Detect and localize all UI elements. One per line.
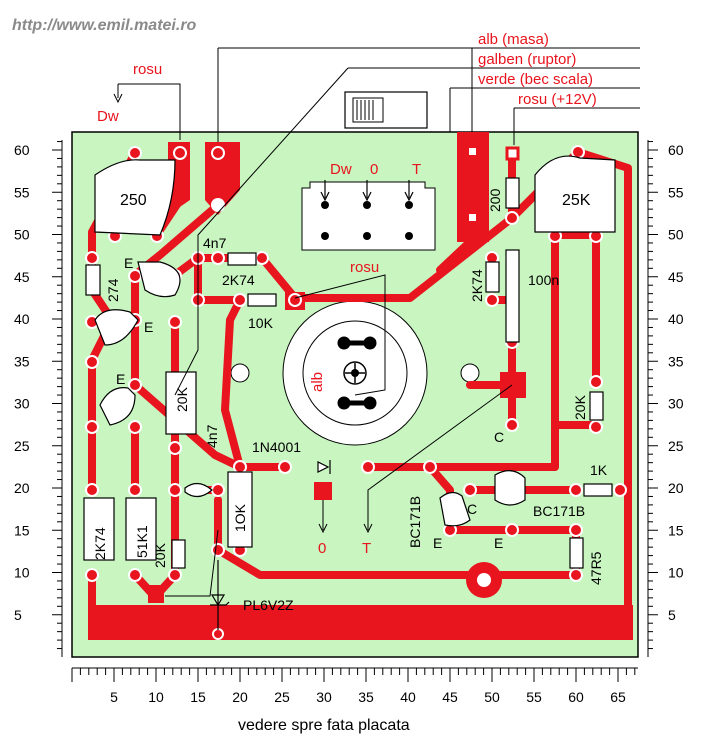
ruler-left-label: 40 [14, 311, 30, 327]
r10k-v-label: 1OK [232, 503, 248, 532]
ruler-bottom-label: 50 [484, 689, 500, 705]
ruler-left-label: 35 [14, 353, 30, 369]
bc171b-a-label: BC171B [407, 496, 423, 548]
ruler-bottom-label: 5 [110, 689, 118, 705]
ruler-bottom: 5 10 15 20 25 30 35 40 45 50 55 60 65 [71, 667, 638, 705]
ruler-bottom-label: 20 [232, 689, 248, 705]
ruler-right-label: 5 [668, 607, 676, 623]
switch-0-label: 0 [370, 161, 378, 178]
wire-overlays [113, 47, 640, 597]
zener-label: PL6V2Z [243, 597, 294, 613]
ruler-left: 60 55 50 45 40 35 30 25 20 15 10 5 [14, 140, 63, 657]
wire-rosu12-label: rosu (+12V) [518, 91, 597, 108]
ruler-left-label: 10 [14, 565, 30, 581]
r20k-c-label: 20K [152, 542, 168, 568]
ruler-right-label: 50 [668, 227, 684, 243]
emitter-label-5: E [494, 535, 503, 551]
switch-outline [301, 181, 436, 251]
switch-slider [352, 97, 384, 123]
ruler-right-label: 55 [668, 184, 684, 200]
ruler-left-label: 20 [14, 480, 30, 496]
ruler-left-label: 30 [14, 396, 30, 412]
output-t-label: T [362, 540, 371, 557]
ruler-bottom-label: 30 [316, 689, 332, 705]
r10k-label: 10K [248, 315, 274, 331]
collector-label-1: C [494, 429, 504, 445]
c4n7-b-label: 4n7 [204, 424, 220, 448]
pot-25k-label: 25K [562, 192, 591, 209]
ruler-bottom-label: 45 [442, 689, 458, 705]
wire-dw-label: Dw [97, 108, 119, 125]
ruler-left-label: 55 [14, 184, 30, 200]
diode-symbol [317, 460, 331, 474]
r2k74-b-label: 2K74 [469, 269, 485, 302]
wire-alb-label: alb (masa) [478, 31, 549, 48]
ruler-bottom-label: 10 [148, 689, 164, 705]
c100n-label: 100n [528, 272, 559, 288]
r51k1-label: 51K1 [134, 525, 150, 558]
ruler-left-label: 60 [14, 142, 30, 158]
r20k-a-label: 20K [174, 386, 190, 412]
r47r5-label: 47R5 [588, 551, 604, 585]
wire-rosu-dw-label: rosu [133, 61, 162, 78]
ruler-left-label: 45 [14, 269, 30, 285]
r20k-b-label: 20K [572, 394, 588, 420]
ruler-right-label: 25 [668, 438, 684, 454]
view-caption: vedere spre fata placata [238, 717, 410, 734]
ruler-right-label: 45 [668, 269, 684, 285]
ruler-right-label: 30 [668, 396, 684, 412]
ruler-right-label: 60 [668, 142, 684, 158]
wire-galben-label: galben (ruptor) [478, 51, 576, 68]
collector-label-2: C [467, 501, 477, 517]
ruler-right-label: 20 [668, 480, 684, 496]
ruler-left-label: 15 [14, 522, 30, 538]
emitter-label-4: E [433, 535, 442, 551]
ruler-bottom-label: 65 [610, 689, 626, 705]
bc171b-b-label: BC171B [533, 503, 585, 519]
switch-dw-label: Dw [330, 161, 352, 178]
r274-label: 274 [105, 278, 121, 302]
output-0-label: 0 [318, 540, 326, 557]
ruler-bottom-label: 55 [526, 689, 542, 705]
ruler-right-label: 40 [668, 311, 684, 327]
ruler-right-label: 10 [668, 565, 684, 581]
r2k74-a-label: 2K74 [222, 272, 255, 288]
emitter-label-3: E [116, 371, 125, 387]
wire-alb-mid-label: alb [309, 372, 326, 392]
ruler-right-label: 35 [668, 353, 684, 369]
ruler-right: 60 55 50 45 40 35 30 25 20 15 10 5 [647, 140, 684, 657]
ruler-left-label: 25 [14, 438, 30, 454]
ruler-left-label: 5 [14, 607, 22, 623]
ruler-left-label: 50 [14, 227, 30, 243]
copper-pads [88, 132, 633, 640]
ruler-bottom-label: 60 [568, 689, 584, 705]
switch-t-label: T [412, 161, 421, 178]
wire-rosu-mid-label: rosu [350, 259, 379, 276]
site-url: http://www.emil.matei.ro [12, 17, 197, 34]
emitter-label-2: E [144, 319, 153, 335]
c4n7-a-label: 4n7 [203, 235, 227, 251]
zener-symbol [210, 560, 230, 630]
wire-verde-label: verde (bec scala) [478, 71, 593, 88]
r200-label: 200 [487, 188, 503, 212]
r1k-label: 1K [590, 462, 608, 478]
d1n4001-label: 1N4001 [252, 439, 301, 455]
pot-250-label: 250 [120, 192, 147, 209]
ruler-bottom-label: 40 [400, 689, 416, 705]
ruler-right-label: 15 [668, 522, 684, 538]
r2k74-c-label: 2K74 [92, 527, 108, 560]
ruler-bottom-label: 25 [274, 689, 290, 705]
ruler-bottom-label: 15 [190, 689, 206, 705]
component-outlines [83, 155, 616, 569]
ruler-bottom-label: 35 [358, 689, 374, 705]
emitter-label-1: E [124, 255, 133, 271]
